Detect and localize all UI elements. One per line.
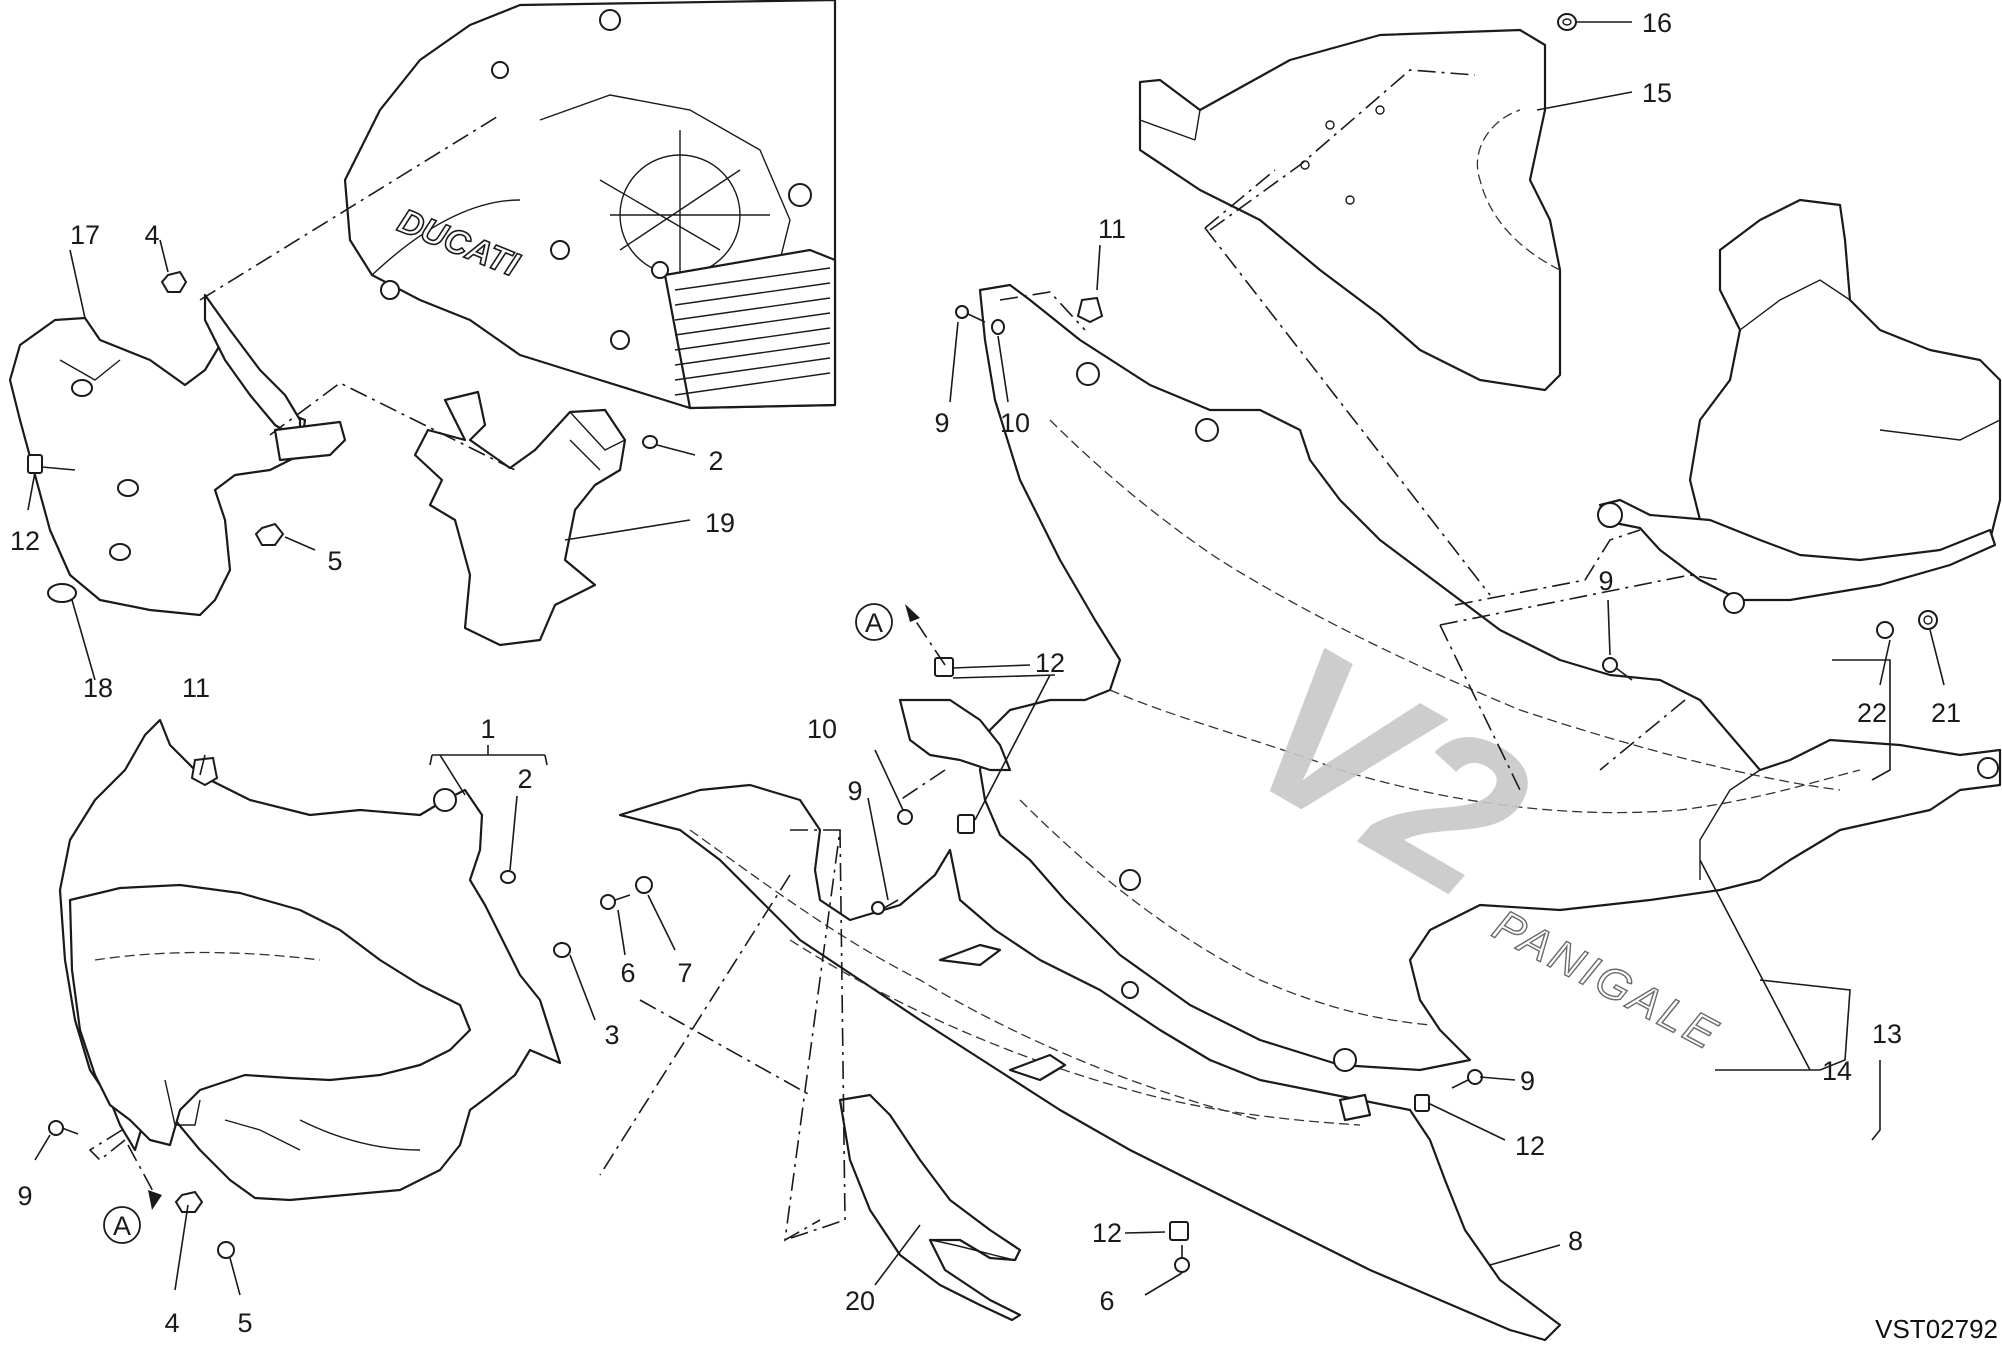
callout-labels: 16 15 11 9 10 17 4 12 5 18 2 19 9 22 21 …	[10, 8, 1961, 1338]
callout-9-left: 9	[17, 1181, 32, 1211]
view-ref-marker-bottom: A	[103, 1144, 162, 1244]
callout-14: 14	[1822, 1056, 1852, 1086]
right-bracket-assembly	[1597, 198, 2002, 614]
callout-12-left: 12	[10, 526, 40, 556]
callout-7: 7	[677, 958, 692, 988]
callout-11-top: 11	[1098, 214, 1126, 244]
callout-4-top: 4	[144, 220, 159, 250]
drawing-code: VST02792	[1875, 1314, 1998, 1344]
callout-12-lower: 12	[1515, 1131, 1545, 1161]
callout-1: 1	[480, 714, 495, 744]
alignment-lines	[88, 69, 1721, 1242]
callout-2-left: 2	[517, 764, 532, 794]
callout-6-bottom: 6	[1099, 1286, 1114, 1316]
part-17-left-cover	[8, 293, 347, 617]
callout-5-bottom: 5	[237, 1308, 252, 1338]
callout-9-top: 9	[934, 408, 949, 438]
part-8-lower-fairing	[618, 698, 1562, 1342]
callout-12-bottom: 12	[1092, 1218, 1122, 1248]
decal-panigale: PANIGALE	[1485, 901, 1728, 1061]
callout-9-right: 9	[1598, 566, 1613, 596]
part-19-bracket	[413, 390, 627, 647]
callout-12-upper: 12	[1035, 648, 1065, 678]
callout-19: 19	[705, 508, 735, 538]
hardware-items	[27, 13, 1938, 1273]
callout-10-mid: 10	[807, 714, 837, 744]
callout-9-lower: 9	[1520, 1066, 1535, 1096]
callout-3: 3	[604, 1020, 619, 1050]
callout-20: 20	[845, 1286, 875, 1316]
callout-10-top: 10	[1000, 408, 1030, 438]
callout-9-mid: 9	[847, 776, 862, 806]
callout-16: 16	[1642, 8, 1672, 38]
callout-5-top: 5	[327, 546, 342, 576]
view-ref-marker-top: A	[855, 603, 946, 666]
view-ref-label-top: A	[865, 608, 883, 638]
callout-13: 13	[1872, 1019, 1902, 1049]
callout-22: 22	[1857, 698, 1887, 728]
part-15-heat-shield	[1138, 28, 1562, 392]
part-20-pad	[838, 1093, 1022, 1322]
callout-4-bottom: 4	[164, 1308, 179, 1338]
engine-assembly: DUCATI	[343, 0, 837, 410]
callout-18: 18	[83, 673, 113, 703]
leader-lines	[27, 21, 1945, 1296]
callout-11-left: 11	[182, 673, 210, 703]
callout-6-mid: 6	[620, 958, 635, 988]
callout-15: 15	[1642, 78, 1672, 108]
callout-17: 17	[70, 220, 100, 250]
callout-21: 21	[1931, 698, 1961, 728]
callout-8: 8	[1568, 1226, 1583, 1256]
part-1-left-fairing	[58, 718, 562, 1202]
view-ref-label-bottom: A	[113, 1211, 131, 1241]
callout-2-top: 2	[708, 446, 723, 476]
